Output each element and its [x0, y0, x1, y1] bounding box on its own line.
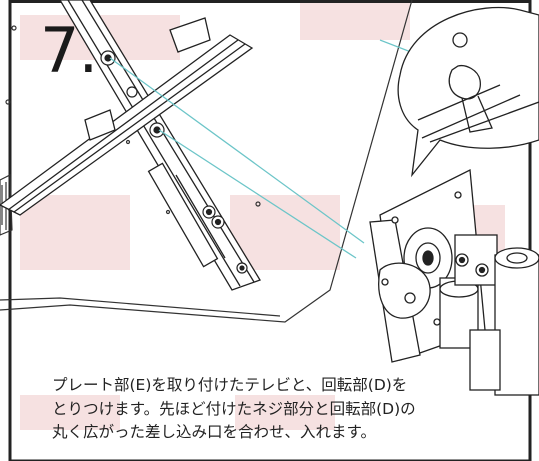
instruction-caption: プレート部(E)を取り付けたテレビと、回転部(D)を とりつけます。先ほど付けた… [52, 374, 532, 445]
rotating-mount [369, 168, 539, 396]
screw-5 [236, 262, 248, 274]
caption-line-1: プレート部(E)を取り付けたテレビと、回転部(D)を [52, 376, 408, 394]
detail-callout [397, 6, 539, 178]
step-number: 7. [40, 14, 98, 87]
screw-6 [126, 86, 138, 98]
screw-2 [149, 122, 165, 138]
mounting-plate-rail-b [0, 17, 254, 216]
screws [100, 50, 248, 274]
caption-line-2: とりつけます。先ほど付けたネジ部分と回転部(D)の [52, 399, 416, 418]
screw-1 [100, 50, 116, 66]
caption-line-3: 丸く広がった差し込み口を合わせ、入れます。 [52, 423, 376, 441]
screw-4 [211, 215, 225, 229]
screw-3 [202, 205, 216, 219]
